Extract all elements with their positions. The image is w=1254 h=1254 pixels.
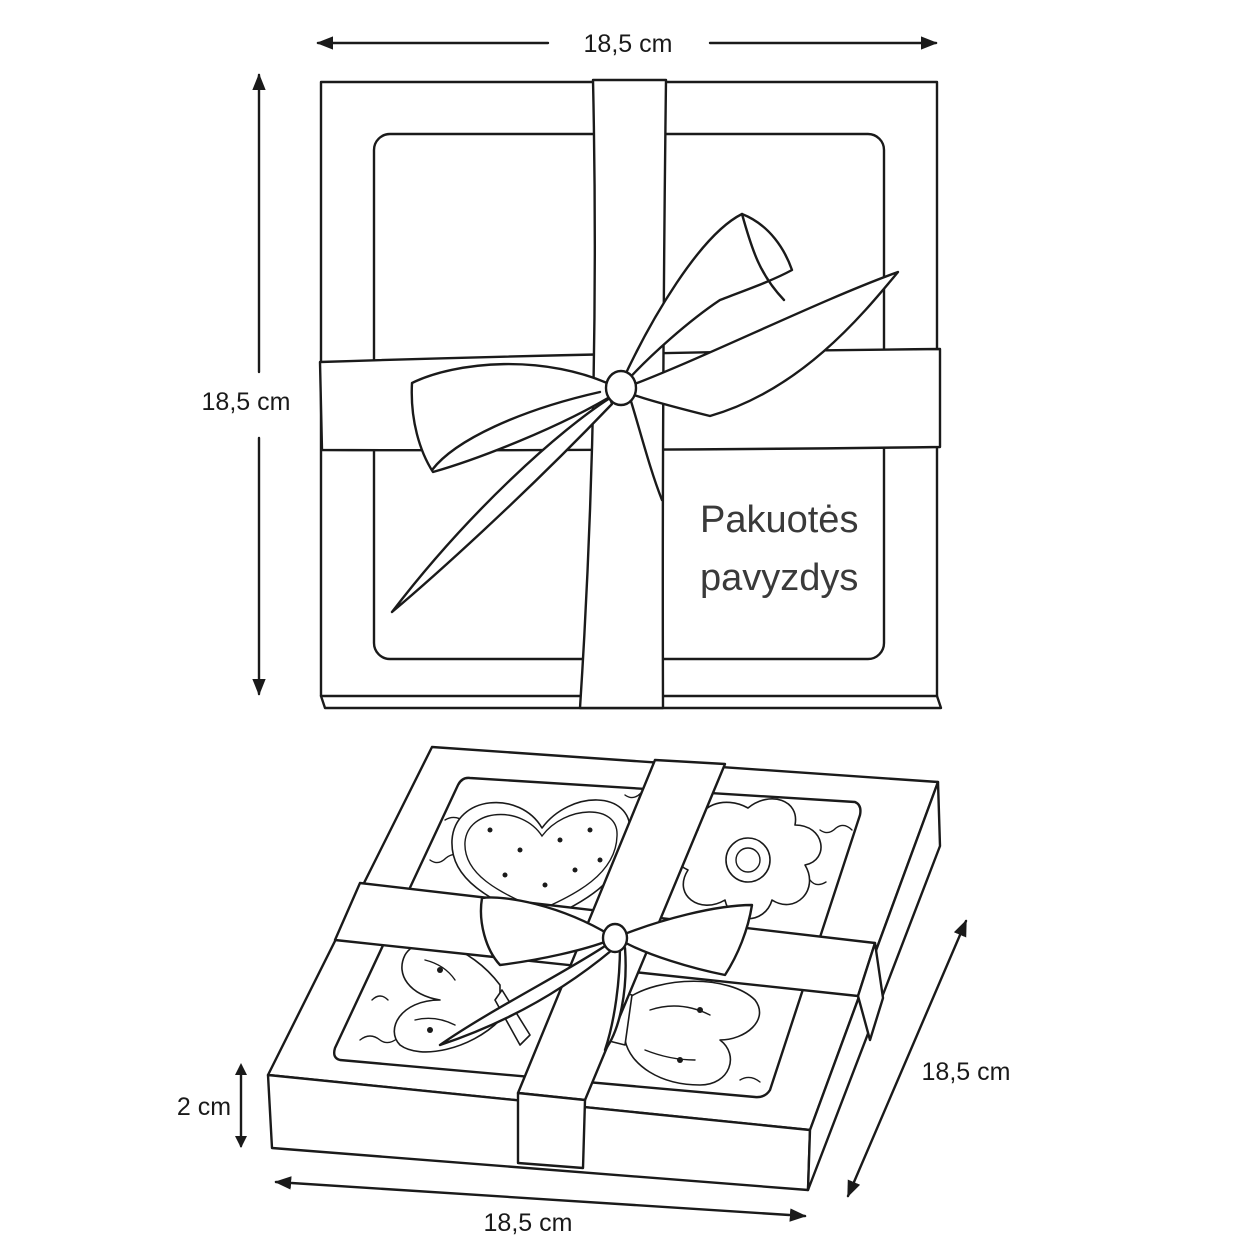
top-view-box: Pakuotės pavyzdys	[318, 78, 943, 710]
open-view-box	[266, 745, 942, 1192]
open-width-dimension: 18,5 cm	[274, 1176, 807, 1237]
caption-line-2: pavyzdys	[700, 557, 858, 599]
open-height-label: 2 cm	[177, 1093, 231, 1121]
top-height-label: 18,5 cm	[202, 388, 291, 416]
open-depth-label: 18,5 cm	[922, 1058, 1011, 1086]
caption-line-1: Pakuotės	[700, 499, 858, 541]
ribbon-vertical-open-front	[516, 1091, 587, 1170]
bow-icon	[390, 212, 900, 614]
open-bow-icon	[438, 896, 754, 1052]
top-width-dimension: 18,5 cm	[316, 30, 938, 58]
flower-cookie-icon	[673, 798, 822, 920]
top-width-label: 18,5 cm	[584, 30, 673, 58]
open-width-label: 18,5 cm	[484, 1209, 573, 1237]
open-height-dimension: 2 cm	[177, 1063, 247, 1148]
open-depth-dimension: 18,5 cm	[846, 919, 1011, 1198]
top-height-dimension: 18,5 cm	[202, 73, 291, 696]
